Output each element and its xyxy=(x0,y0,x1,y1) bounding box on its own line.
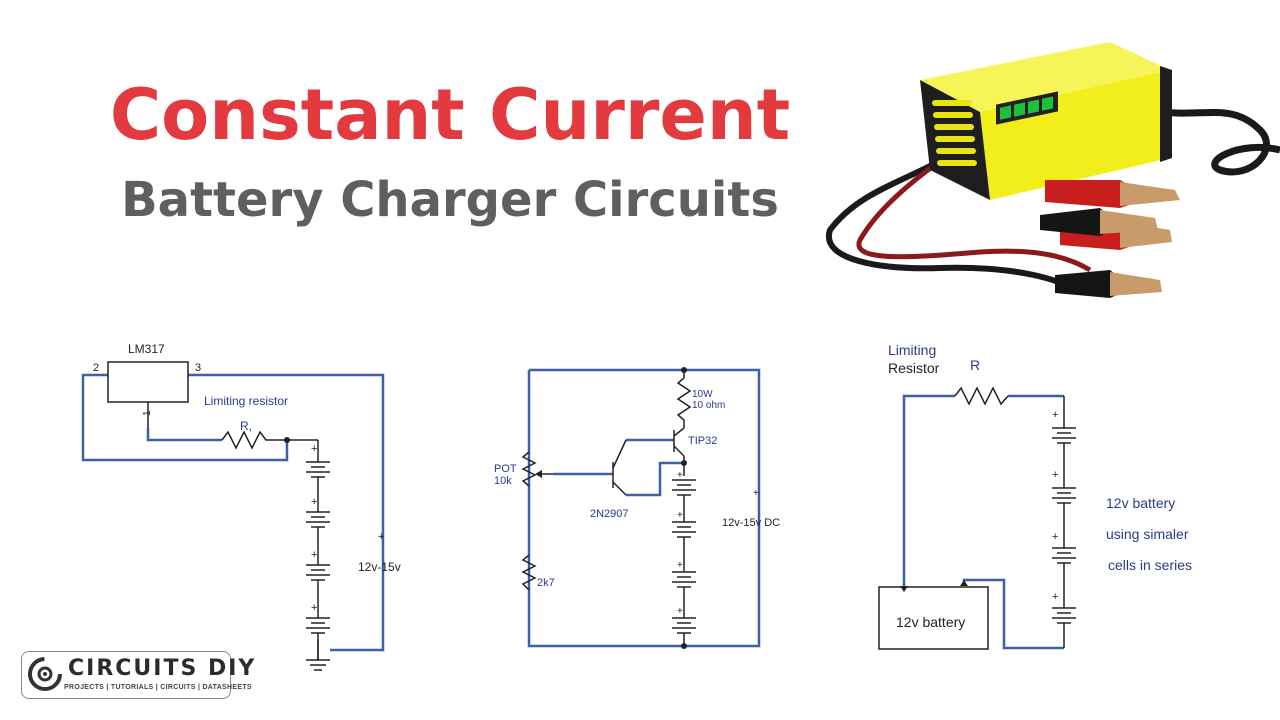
logo-tagline: PROJECTS | TUTORIALS | CIRCUITS | DATASH… xyxy=(64,684,252,691)
red-cable xyxy=(856,147,1092,273)
resistor-2k7-label: 2k7 xyxy=(537,577,555,589)
circuit-3-simple xyxy=(878,386,1076,650)
resistor-r-label: R, xyxy=(240,419,252,433)
limiting-resistor-symbol xyxy=(221,430,270,450)
c3-desc-line1: 12v battery xyxy=(1106,495,1175,511)
c3-battery-plus-3: + xyxy=(1052,531,1058,543)
circuit-1-lm317: + + + + + xyxy=(81,361,385,671)
power-resistor-watt: 10W xyxy=(692,389,713,400)
pot-value: 10k xyxy=(494,475,512,487)
page-title: Constant Current xyxy=(109,74,791,156)
battery-box-label: 12v battery xyxy=(896,614,965,630)
c2-battery-plus-4: + xyxy=(677,606,683,617)
circuit-2-supply-label: 12v-15v DC xyxy=(722,517,780,529)
c2-battery-plus-1: + xyxy=(677,470,683,481)
c3-battery-plus-1: + xyxy=(1052,409,1058,421)
c2-supply-plus: + xyxy=(753,488,759,499)
page-subtitle: Battery Charger Circuits xyxy=(121,172,779,228)
power-cable xyxy=(1149,106,1280,176)
limiting-note-line1: Limiting xyxy=(888,342,936,358)
battery-charger-illustration xyxy=(825,42,1280,298)
c2-battery-plus-3: + xyxy=(677,560,683,571)
c2-battery-plus-2: + xyxy=(677,510,683,521)
c3-battery-plus-4: + xyxy=(1052,591,1058,603)
charger-vents xyxy=(932,100,977,166)
red-clip xyxy=(1045,180,1180,208)
supply-plus: + xyxy=(378,531,384,543)
c3-desc-line3: cells in series xyxy=(1108,557,1192,573)
charger-top xyxy=(920,42,1170,112)
c3-resistor-label: R xyxy=(970,357,980,373)
black-clip-2 xyxy=(1055,270,1162,298)
battery-plus-4: + xyxy=(311,602,317,614)
black-clip xyxy=(1040,208,1158,236)
limiting-note-line2: Resistor xyxy=(888,360,940,376)
battery-box xyxy=(878,586,989,650)
circuit-2-transistor xyxy=(521,367,761,649)
limiting-resistor-note: Limiting resistor xyxy=(204,394,288,408)
c3-battery-plus-2: + xyxy=(1052,469,1058,481)
circuit-2-battery-stack xyxy=(672,479,696,646)
circuit-2-wires xyxy=(527,368,761,648)
power-resistor-ohm: 10 ohm xyxy=(692,400,725,411)
pin-2-label: 2 xyxy=(93,362,99,374)
battery-plus-1: + xyxy=(311,443,317,455)
pot-label: POT xyxy=(494,463,517,475)
circuits-diy-logo-mark-icon xyxy=(28,657,62,691)
charger-end-cap xyxy=(1160,66,1172,162)
battery-plus-3: + xyxy=(311,549,317,561)
lm317-label: LM317 xyxy=(128,342,165,356)
tip32-label: TIP32 xyxy=(688,435,717,447)
2n2907-label: 2N2907 xyxy=(590,508,629,520)
logo-name: CIRCUITS DIY xyxy=(68,656,257,681)
circuit-1-wires xyxy=(81,373,385,652)
pin-3-label: 3 xyxy=(195,362,201,374)
pin-1-label: 1 xyxy=(142,410,153,416)
lm317-chip xyxy=(107,361,189,403)
circuit-3-battery-stack xyxy=(1052,427,1076,648)
black-cable xyxy=(825,152,1082,295)
circuit-1-battery-stack xyxy=(306,452,330,671)
c3-desc-line2: using simaler xyxy=(1106,526,1189,542)
charger-led-indicators xyxy=(996,91,1058,125)
battery-plus-2: + xyxy=(311,496,317,508)
circuits-diy-logo[interactable] xyxy=(21,651,231,699)
circuit-1-supply-label: 12v-15v xyxy=(358,560,401,574)
